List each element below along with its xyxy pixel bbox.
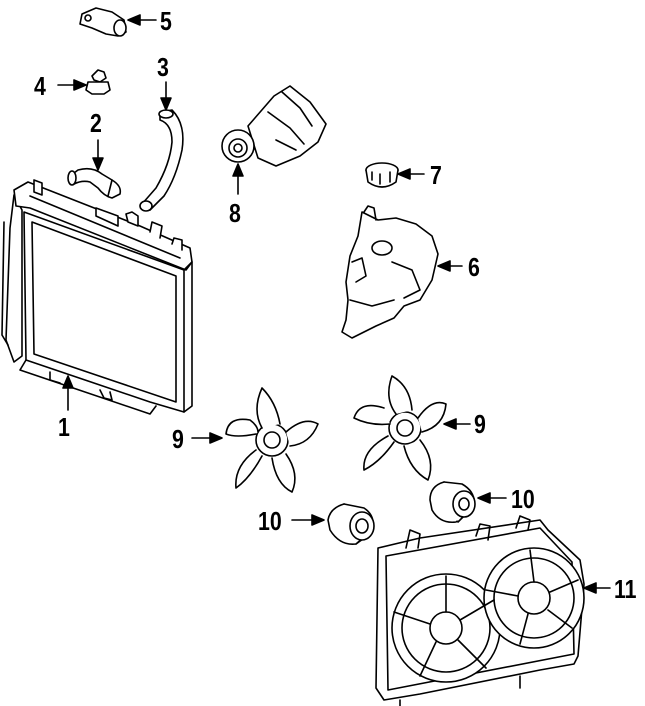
fan-blade-right <box>353 375 447 481</box>
callout-3: 3 <box>157 52 169 82</box>
callout-8: 8 <box>229 198 241 228</box>
drain-plug <box>85 69 111 95</box>
callout-4: 4 <box>34 71 46 101</box>
callout-7: 7 <box>430 160 442 190</box>
callout-6: 6 <box>468 252 480 282</box>
reservoir-cap <box>365 162 399 188</box>
callout-9-left: 9 <box>172 424 184 454</box>
fan-shroud <box>375 515 585 706</box>
radiator <box>1 179 193 415</box>
callout-10-left: 10 <box>258 506 282 536</box>
water-outlet <box>79 7 127 37</box>
fan-motor-left <box>327 503 375 546</box>
callout-1: 1 <box>58 412 70 442</box>
reservoir <box>341 205 439 339</box>
callout-11: 11 <box>614 574 637 604</box>
callout-10-right: 10 <box>511 484 535 514</box>
lower-hose <box>139 109 184 212</box>
callout-5: 5 <box>160 6 172 36</box>
fan-blade-left <box>225 387 319 493</box>
callout-9-right: 9 <box>474 409 486 439</box>
leader-lines <box>57 14 611 594</box>
fan-motor-right <box>429 481 476 524</box>
thermostat-housing <box>221 85 327 167</box>
upper-hose <box>67 167 122 199</box>
callout-2: 2 <box>90 108 102 138</box>
